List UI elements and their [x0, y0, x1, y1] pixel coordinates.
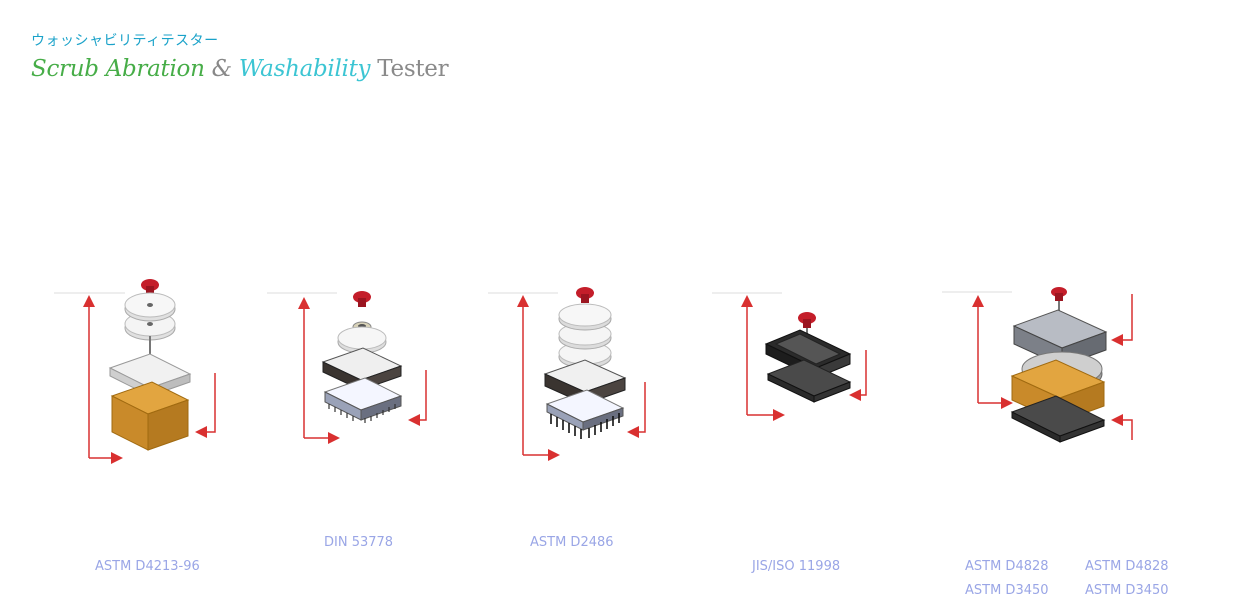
title-word-tester: Tester [377, 56, 449, 82]
knob-icon [1051, 287, 1067, 301]
weight-disc-3 [558, 303, 612, 331]
knob-icon [798, 312, 816, 328]
figure-label: ASTM D3450 [1085, 583, 1169, 598]
figure-label: ASTM D4828 [1085, 559, 1169, 574]
brush-pad [545, 389, 625, 439]
figure-label: ASTM D2486 [530, 535, 614, 550]
title-ampersand: & [211, 56, 232, 82]
figure-label: JIS/ISO 11998 [752, 559, 841, 574]
figure-astm-d4213 [54, 279, 216, 464]
figure-astm-d2486 [488, 287, 646, 461]
knob-icon [141, 279, 159, 295]
arrow-left [627, 382, 646, 438]
abrasive-pad [766, 359, 852, 403]
arrow-left [195, 373, 216, 438]
figure-jis-iso-11998 [712, 292, 867, 421]
base-pad [1010, 395, 1106, 443]
arrow-left [408, 370, 427, 426]
brush-pad [323, 377, 403, 423]
weight-disc-2 [124, 292, 176, 322]
page-title: Scrub Abration & Washability Tester [31, 56, 449, 82]
figure-label: DIN 53778 [324, 535, 394, 550]
weight-disc [337, 326, 387, 354]
figure-astm-d4828 [942, 287, 1133, 443]
sponge-block [110, 381, 190, 451]
figure-label: ASTM D4828 [965, 559, 1049, 574]
header: ウォッシャビリティテスター Scrub Abration & Washabili… [31, 30, 449, 82]
arrow-left-top [1111, 294, 1133, 346]
arrow-left [849, 350, 867, 401]
figure-label: ASTM D3450 [965, 583, 1049, 598]
title-word-washability: Washability [238, 56, 371, 82]
figure-label: ASTM D4213-96 [95, 559, 200, 574]
knob-icon [353, 291, 371, 307]
arrow-left-bottom [1111, 414, 1133, 440]
title-word-scrub: Scrub Abration [31, 56, 205, 82]
page-subtitle: ウォッシャビリティテスター [31, 33, 219, 49]
knob-icon [576, 287, 594, 303]
figure-din-53778 [267, 291, 427, 444]
